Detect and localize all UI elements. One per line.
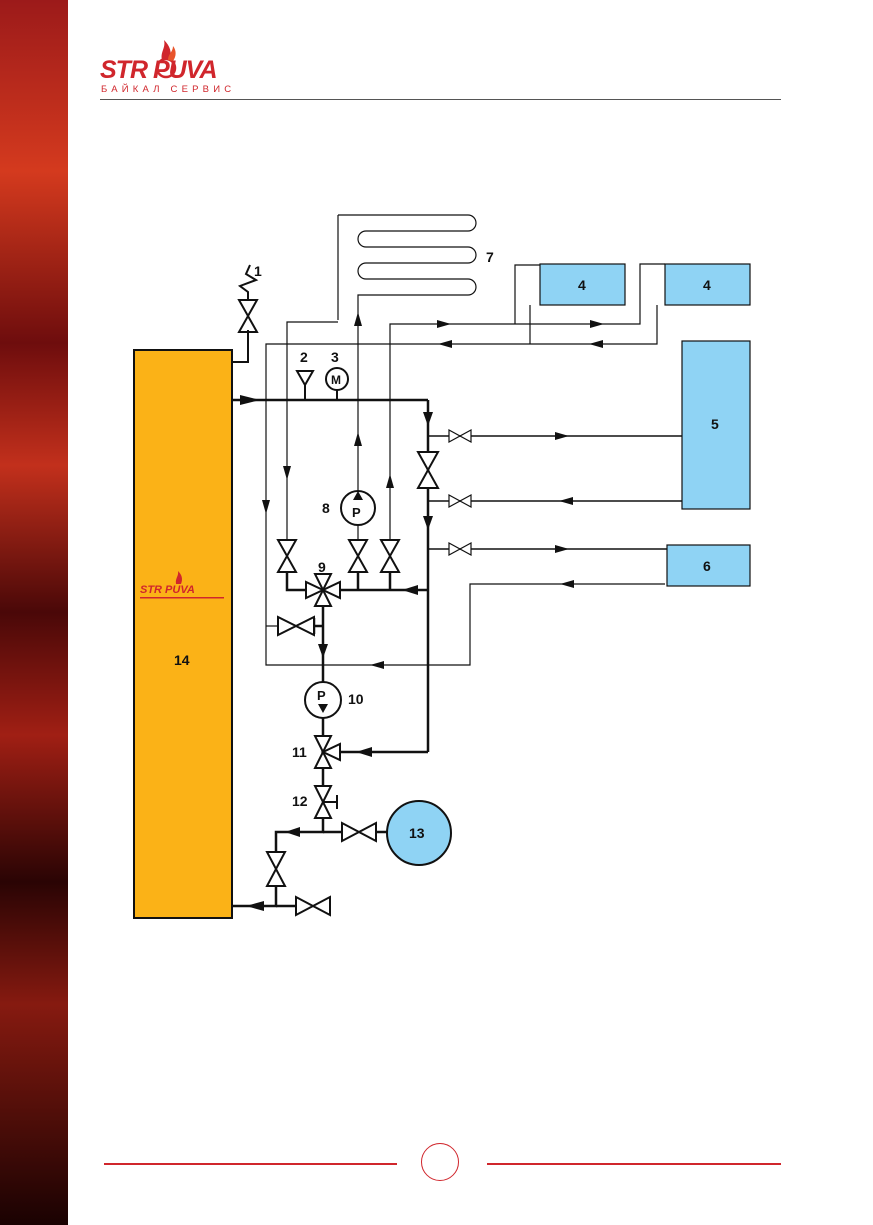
heater-4-right xyxy=(664,263,751,306)
boiler-14 xyxy=(133,349,233,919)
flame-icon xyxy=(155,40,177,79)
heater-4-left xyxy=(539,263,626,306)
manifold-left xyxy=(285,572,312,592)
pump-10-icon: P xyxy=(304,681,342,719)
label-2: 2 xyxy=(300,349,308,365)
unit-6 xyxy=(666,544,751,587)
radiator-supply-valve-icon xyxy=(448,428,472,444)
mixing-valve-11-icon xyxy=(313,735,341,769)
label-4-left: 4 xyxy=(578,277,586,293)
mixing-valve-9-icon xyxy=(305,573,341,607)
valve-12-icon xyxy=(313,785,338,819)
label-boiler-14: 14 xyxy=(174,652,190,668)
pump-8-icon: P xyxy=(340,490,376,526)
label-13: 13 xyxy=(409,825,425,841)
heater-left-feed xyxy=(514,264,540,324)
pump-8-letter: P xyxy=(352,505,361,520)
side-decorative-band xyxy=(0,0,68,1225)
label-5: 5 xyxy=(711,416,719,432)
riser-arrow xyxy=(423,412,433,426)
label-12: 12 xyxy=(292,793,308,809)
return-vertical-valve-icon xyxy=(265,851,287,887)
bypass-valve-icon xyxy=(277,615,315,637)
brand-logo: STR PUVA БАЙКАЛ СЕРВИС xyxy=(100,38,260,100)
supply-arrow xyxy=(240,395,260,405)
manometer-letter: M xyxy=(331,373,341,387)
valve-heater-feed-icon xyxy=(379,539,401,573)
unit-6-valve-icon xyxy=(448,541,472,557)
return-pipe-lower xyxy=(232,886,278,908)
label-10: 10 xyxy=(348,691,364,707)
riser-valve-icon xyxy=(416,451,440,489)
label-1: 1 xyxy=(254,263,262,279)
heating-coil-7 xyxy=(337,214,477,320)
heater-feed-line xyxy=(389,263,665,560)
boiler-flame-icon xyxy=(175,571,182,584)
label-11: 11 xyxy=(292,744,307,760)
heater-return-line xyxy=(265,305,665,666)
header-rule xyxy=(100,99,781,100)
logo-wordmark: STR PUVA xyxy=(100,56,218,84)
radiator-5 xyxy=(681,340,751,510)
footer-rule-left xyxy=(104,1163,397,1165)
label-4-right: 4 xyxy=(703,277,711,293)
valve-coil-feed-icon xyxy=(347,539,369,573)
coil-return-line xyxy=(286,321,338,560)
tank-valve-icon xyxy=(341,821,377,843)
manometer-icon: M xyxy=(325,367,349,400)
footer-rule-right xyxy=(487,1163,781,1165)
safety-valve-icon xyxy=(232,264,259,363)
label-7: 7 xyxy=(486,249,494,265)
boiler-logo: STR PUVA xyxy=(140,571,224,599)
label-9: 9 xyxy=(318,559,326,575)
label-3: 3 xyxy=(331,349,339,365)
expansion-tank-13 xyxy=(386,800,452,866)
pump-10-letter: P xyxy=(317,688,326,703)
radiator-return-valve-icon xyxy=(448,493,472,509)
page-number-circle xyxy=(421,1143,459,1181)
valve-coil-return-icon xyxy=(276,539,298,573)
label-8: 8 xyxy=(322,500,330,516)
boiler-logo-text: STR PUVA xyxy=(140,584,195,596)
flow-arrows xyxy=(262,312,604,669)
thermometer-icon xyxy=(295,370,315,400)
logo-subtitle: БАЙКАЛ СЕРВИС xyxy=(101,84,236,95)
label-6: 6 xyxy=(703,558,711,574)
drain-valve-icon xyxy=(295,895,331,917)
